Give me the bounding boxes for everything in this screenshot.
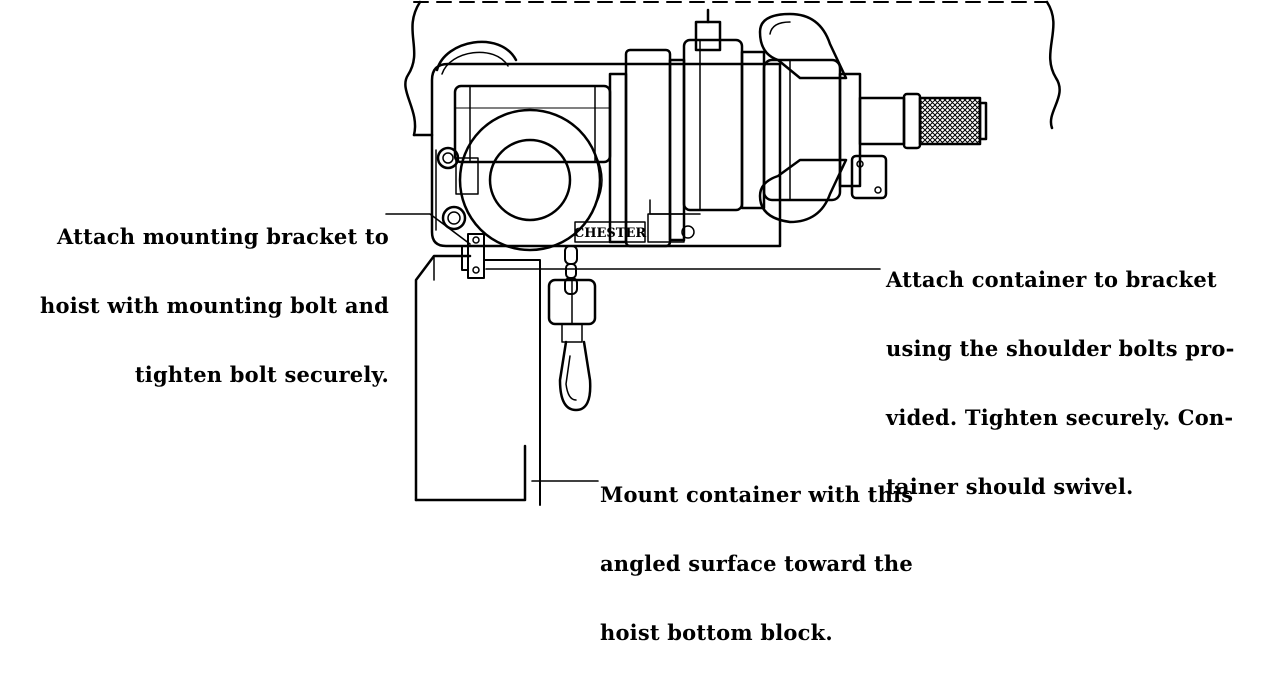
load-chain	[564, 245, 578, 295]
nameplate: CHESTER	[574, 199, 701, 243]
motor-end	[858, 92, 922, 150]
callout-line: using the shoulder bolts pro-	[886, 336, 1235, 361]
callout-line: tainer should swivel.	[886, 474, 1134, 499]
leader-lines	[385, 213, 881, 482]
trolley-wheel	[435, 40, 518, 75]
trolley-beam	[404, 0, 1061, 137]
motor-lug-upper	[758, 12, 848, 80]
callout-line: tighten bolt securely.	[134, 362, 389, 387]
body-bolts	[436, 146, 695, 239]
callout-line: angled surface toward the	[600, 551, 913, 576]
callout-line: Mount container with this	[600, 482, 914, 507]
bottom-block	[547, 278, 597, 343]
chain-container	[414, 254, 527, 502]
hook	[558, 340, 592, 412]
callout-line: Attach container to bracket	[886, 267, 1217, 292]
leader-mount-bracket	[385, 213, 471, 245]
gear-housing	[453, 84, 612, 164]
motor-lug-lower	[758, 158, 848, 224]
mounting-bracket	[461, 233, 541, 506]
callout-line: hoist bottom block.	[600, 620, 833, 645]
hoist-body-frame	[430, 62, 782, 248]
callout-mount-bracket: Attach mounting bracket to hoist with mo…	[40, 179, 389, 432]
brake-unit	[694, 8, 722, 52]
callout-line: vided. Tighten securely. Con-	[886, 405, 1234, 430]
hoist-drawing: CHESTER	[385, 0, 1061, 506]
callout-angled-surface: Mount container with this angled surface…	[600, 437, 913, 690]
callout-attach-container: Attach container to bracket using the sh…	[886, 222, 1235, 544]
diagram-stage: CHESTER	[40, 0, 1234, 644]
terminal-box	[850, 154, 888, 200]
callout-line: hoist with mounting bolt and	[40, 293, 389, 318]
callout-line: Attach mounting bracket to	[57, 224, 389, 249]
nameplate-text: CHESTER	[574, 226, 647, 241]
gear-cover	[455, 108, 603, 252]
crosshatched-grip	[918, 96, 988, 146]
